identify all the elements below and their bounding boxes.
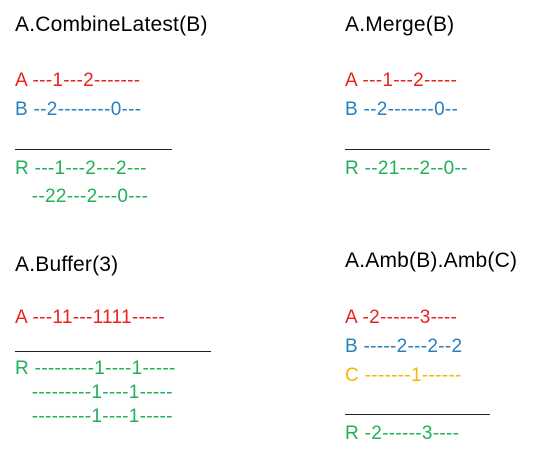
- combine-latest-divider: [15, 149, 172, 150]
- combine-latest-stream-a: A ---1---2-------: [15, 70, 141, 91]
- merge-title: A.Merge(B): [345, 13, 455, 36]
- amb-divider: [345, 414, 490, 415]
- amb-result: R -2------3----: [345, 423, 460, 444]
- amb-stream-c: C -------1------: [345, 365, 462, 386]
- merge-result: R --21---2--0--: [345, 158, 468, 179]
- buffer-stream-a: A ---11---1111-----: [15, 307, 165, 328]
- combine-latest-result-line-1: R ---1---2---2---: [15, 158, 147, 179]
- amb-stream-a: A -2------3----: [345, 307, 458, 328]
- combine-latest-title: A.CombineLatest(B): [15, 13, 208, 36]
- combine-latest-stream-b: B --2--------0---: [15, 99, 142, 120]
- merge-stream-b: B --2-------0--: [345, 99, 459, 120]
- buffer-divider: [15, 351, 211, 352]
- merge-stream-a: A ---1---2-----: [345, 70, 458, 91]
- amb-stream-b: B -----2---2--2: [345, 336, 463, 357]
- buffer-title: A.Buffer(3): [15, 253, 119, 276]
- amb-title: A.Amb(B).Amb(C): [345, 249, 518, 272]
- combine-latest-result-line-2: --22---2---0---: [15, 186, 149, 207]
- merge-divider: [345, 149, 490, 150]
- buffer-result-line-2: ---------1----1-----: [15, 382, 173, 403]
- buffer-result-line-1: R ---------1----1-----: [15, 358, 176, 379]
- buffer-result-line-3: ---------1----1-----: [15, 406, 173, 427]
